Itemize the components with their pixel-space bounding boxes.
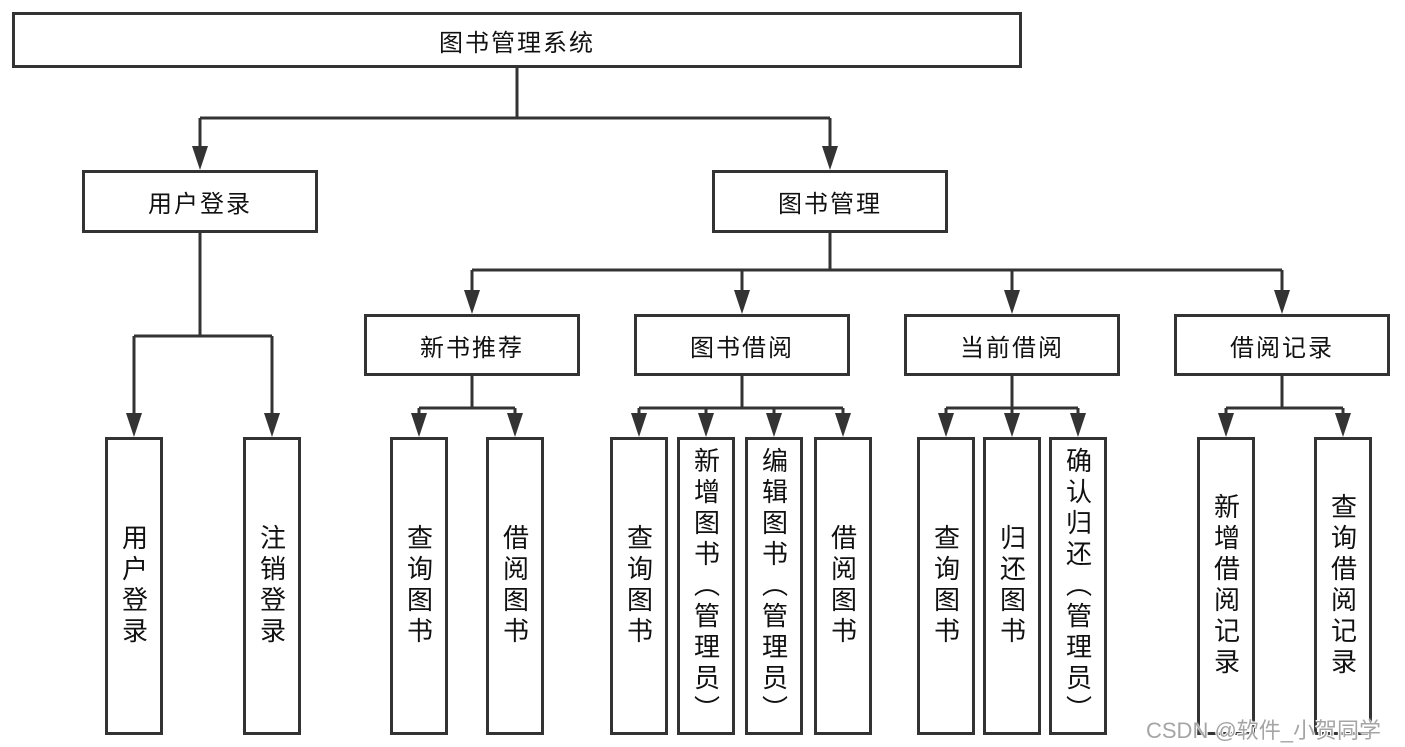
- leaf-query-books-current-label: 查询图书: [930, 524, 961, 648]
- node-root-label: 图书管理系统: [439, 29, 595, 57]
- node-new-book-recommend-label: 新书推荐: [420, 334, 524, 362]
- leaf-confirm-return-admin: 确认归还（管理员）: [1049, 437, 1107, 735]
- leaf-add-books-admin: 新增图书（管理员）: [677, 437, 735, 735]
- node-current-borrow-label: 当前借阅: [960, 334, 1064, 362]
- node-borrow-records: 借阅记录: [1174, 314, 1390, 376]
- leaf-query-books-recommend: 查询图书: [390, 437, 448, 735]
- leaf-query-books-borrow: 查询图书: [610, 437, 668, 735]
- node-book-borrow-label: 图书借阅: [690, 334, 794, 362]
- leaf-borrow-books-recommend-label: 借阅图书: [499, 524, 530, 648]
- node-root: 图书管理系统: [12, 12, 1022, 68]
- leaf-add-borrow-record-label: 新增借阅记录: [1210, 493, 1241, 679]
- leaf-add-borrow-record: 新增借阅记录: [1197, 437, 1255, 735]
- leaf-logout-label: 注销登录: [256, 524, 287, 648]
- leaf-edit-books-admin-label: 编辑图书（管理员）: [758, 446, 789, 726]
- leaf-borrow-books-recommend: 借阅图书: [486, 437, 544, 735]
- leaf-edit-books-admin: 编辑图书（管理员）: [745, 437, 803, 735]
- leaf-return-books-label: 归还图书: [996, 524, 1027, 648]
- leaf-user-login: 用户登录: [105, 437, 163, 735]
- leaf-query-books-borrow-label: 查询图书: [623, 524, 654, 648]
- csdn-watermark: CSDN @软件_小贺同学: [1146, 718, 1382, 743]
- leaf-return-books: 归还图书: [983, 437, 1041, 735]
- node-current-borrow: 当前借阅: [904, 314, 1120, 376]
- leaf-borrow-books-label: 借阅图书: [827, 524, 858, 648]
- leaf-logout: 注销登录: [243, 437, 301, 735]
- node-user-login: 用户登录: [82, 170, 318, 233]
- leaf-user-login-label: 用户登录: [118, 524, 149, 648]
- node-book-borrow: 图书借阅: [634, 314, 850, 376]
- node-borrow-records-label: 借阅记录: [1230, 334, 1334, 362]
- leaf-query-borrow-record: 查询借阅记录: [1314, 437, 1372, 735]
- leaf-add-books-admin-label: 新增图书（管理员）: [690, 446, 721, 726]
- leaf-query-borrow-record-label: 查询借阅记录: [1327, 493, 1358, 679]
- leaf-query-books-current: 查询图书: [917, 437, 975, 735]
- node-book-management: 图书管理: [712, 170, 948, 233]
- leaf-confirm-return-admin-label: 确认归还（管理员）: [1062, 446, 1093, 726]
- node-book-management-label: 图书管理: [778, 191, 882, 218]
- leaf-borrow-books: 借阅图书: [814, 437, 872, 735]
- node-new-book-recommend: 新书推荐: [364, 314, 580, 376]
- node-user-login-label: 用户登录: [148, 191, 252, 218]
- leaf-query-books-recommend-label: 查询图书: [403, 524, 434, 648]
